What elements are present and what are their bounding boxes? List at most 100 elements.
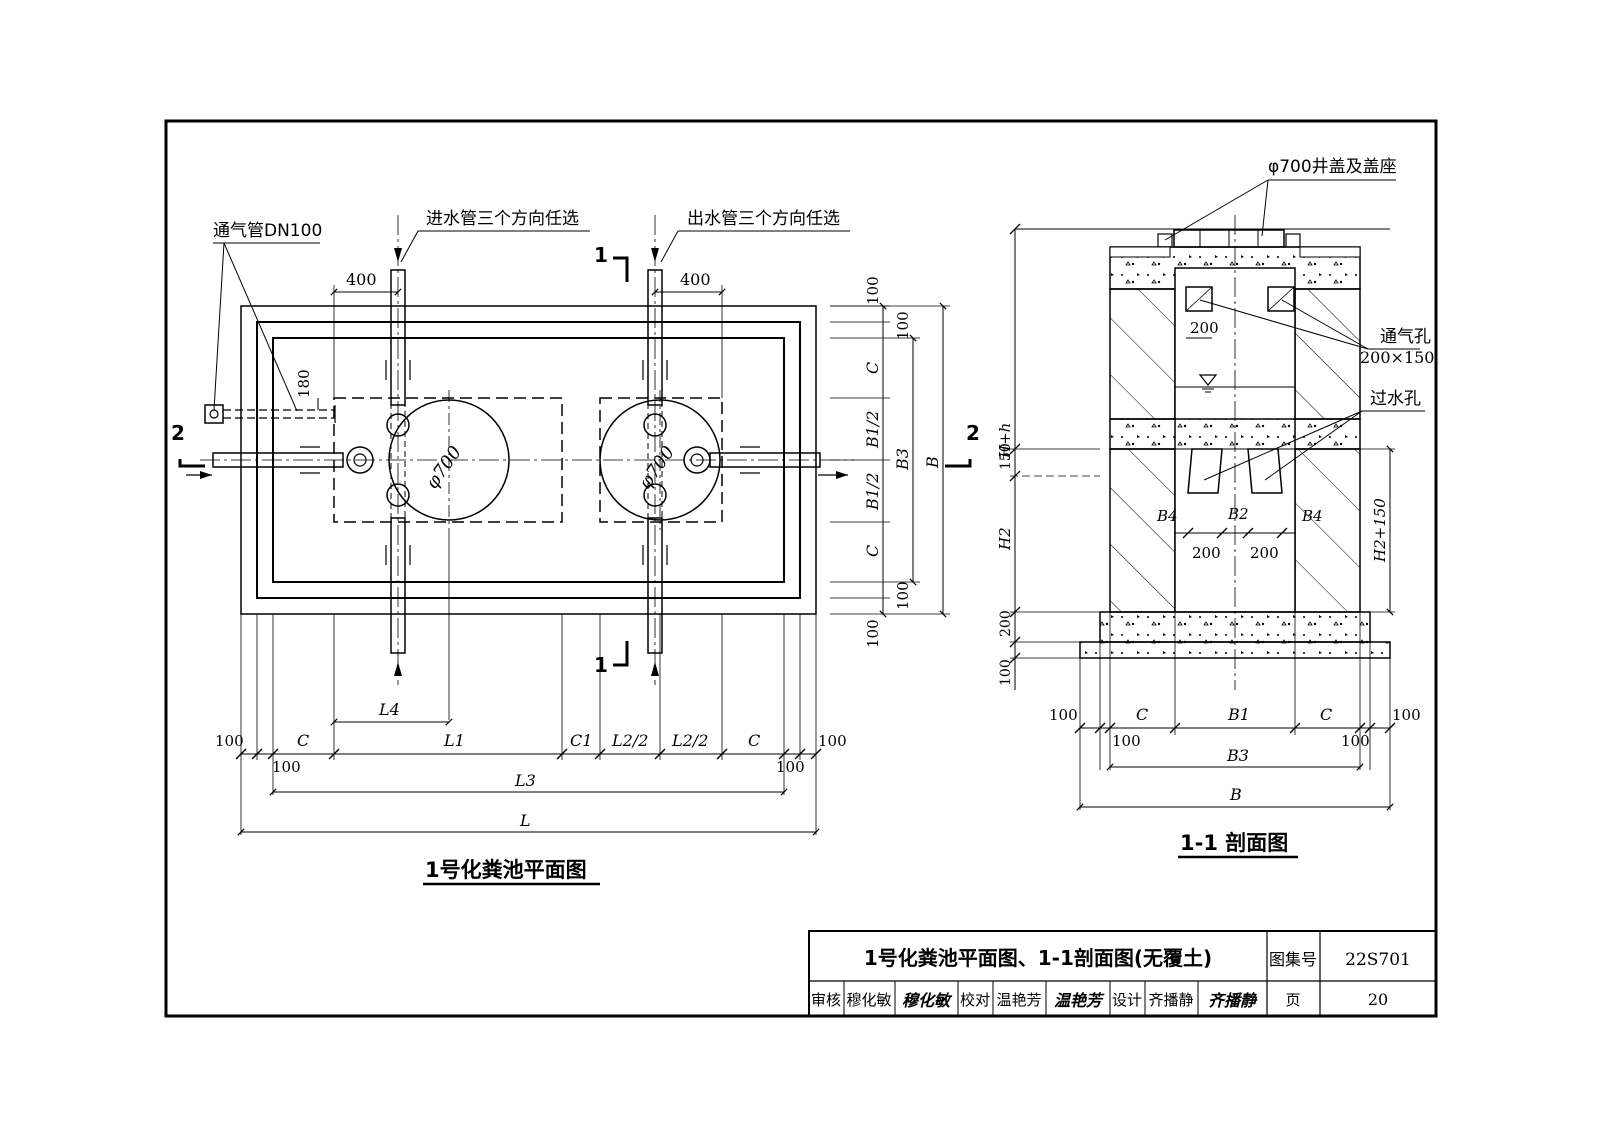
outlet-pipe-vertical [642, 269, 668, 654]
section-mark-2-left: 2 [171, 421, 205, 468]
svg-text:B: B [923, 456, 942, 469]
svg-text:100: 100 [894, 311, 912, 340]
svg-text:C: C [748, 731, 760, 750]
atlas-label: 图集号 [1269, 950, 1317, 969]
outlet-label: 出水管三个方向任选 [687, 209, 840, 229]
svg-text:100: 100 [272, 758, 301, 776]
section-mark-1-bottom: 1 [594, 641, 629, 677]
svg-text:200: 200 [998, 610, 1014, 637]
svg-text:B1/2: B1/2 [863, 472, 882, 511]
svg-text:100: 100 [1112, 732, 1141, 750]
svg-text:100: 100 [894, 581, 912, 610]
plan-bottom-dims: L4 100 C L1 C1 L2/2 L2/2 C 100 100 100 L… [215, 530, 847, 836]
svg-text:100: 100 [1392, 706, 1421, 724]
svg-text:C: C [1320, 705, 1332, 724]
svg-text:L2/2: L2/2 [611, 731, 648, 750]
section-bottom-dims: 100 C B1 C 100 100 100 B3 B [1049, 612, 1421, 811]
left-wall-upper [1109, 288, 1176, 420]
plan-title: 1号化粪池平面图 [425, 858, 587, 882]
svg-text:B3: B3 [893, 448, 912, 471]
svg-text:L: L [519, 811, 531, 830]
designer: 齐播静 [1148, 991, 1193, 1009]
svg-text:B: B [1229, 785, 1242, 804]
designer-signature: 齐播静 [1208, 991, 1258, 1010]
reviewer: 穆化敏 [846, 991, 891, 1009]
manhole-1-dia: φ700 [422, 442, 466, 493]
review-label: 审核 [811, 991, 841, 1009]
checker-signature: 温艳芳 [1054, 991, 1105, 1010]
svg-text:B4: B4 [1156, 507, 1178, 525]
svg-text:100: 100 [776, 758, 805, 776]
title-block-title: 1号化粪池平面图、1-1剖面图(无覆土) [864, 946, 1212, 970]
svg-text:C: C [1136, 705, 1148, 724]
section-mark-2-right: 2 [945, 421, 980, 468]
section-view: φ700井盖及盖座 通气孔 200×150 过水孔 200 B4 B2 B4 2… [996, 157, 1434, 859]
svg-text:L4: L4 [378, 700, 400, 719]
svg-text:C: C [297, 731, 309, 750]
svg-text:C: C [863, 545, 882, 557]
vent-hole-left [1185, 286, 1213, 312]
svg-text:200: 200 [1250, 544, 1279, 562]
dim-400-left: 400 [346, 270, 377, 289]
inlet-label: 进水管三个方向任选 [426, 209, 579, 229]
page-number: 20 [1368, 990, 1388, 1009]
svg-text:B1: B1 [1227, 705, 1250, 724]
svg-text:100: 100 [864, 276, 882, 305]
plan-right-dims: 100 100 C B1/2 B1/2 C 100 100 B3 B [830, 276, 950, 648]
svg-text:100: 100 [818, 732, 847, 750]
svg-text:H2+150: H2+150 [1371, 498, 1389, 563]
svg-text:B4: B4 [1301, 507, 1323, 525]
dim-180: 180 [295, 369, 313, 398]
svg-text:C: C [863, 362, 882, 374]
svg-text:H2: H2 [996, 527, 1014, 551]
svg-text:C1: C1 [570, 731, 592, 750]
svg-text:2: 2 [171, 421, 185, 445]
sheet-border [164, 119, 1438, 1018]
svg-text:B3: B3 [1226, 746, 1249, 765]
left-wall-lower [1109, 448, 1176, 613]
dim-400-right: 400 [680, 270, 711, 289]
right-wall-lower [1294, 448, 1361, 613]
cover-label: φ700井盖及盖座 [1268, 157, 1397, 177]
section-mark-1-top: 1 [594, 243, 629, 282]
svg-text:1: 1 [594, 243, 608, 267]
title-block: 1号化粪池平面图、1-1剖面图(无覆土) 图集号 22S701 审核 穆化敏 穆… [808, 930, 1437, 1017]
svg-text:100: 100 [1049, 706, 1078, 724]
check-label: 校对 [960, 991, 990, 1009]
svg-text:2: 2 [966, 421, 980, 445]
inlet-pipe-horizontal [212, 446, 374, 474]
svg-text:L1: L1 [443, 731, 465, 750]
svg-text:B2: B2 [1227, 505, 1249, 523]
section-title: 1-1 剖面图 [1180, 831, 1288, 855]
reviewer-signature: 穆化敏 [902, 991, 953, 1010]
vent-pipe [204, 404, 336, 424]
svg-text:100: 100 [864, 619, 882, 648]
svg-text:B1/2: B1/2 [863, 410, 882, 449]
svg-text:1: 1 [594, 653, 608, 677]
vent-hole-right [1267, 286, 1295, 312]
outlet-pipe-horizontal [683, 446, 821, 474]
svg-text:100: 100 [998, 659, 1014, 686]
section-right-dims: H2+150 [1300, 445, 1395, 616]
overflow-hole-label: 过水孔 [1370, 389, 1421, 409]
atlas-number: 22S701 [1345, 950, 1411, 970]
svg-text:H+h: H+h [996, 423, 1014, 459]
manhole-2-dia: φ700 [635, 442, 679, 493]
vent-pipe-label: 通气管DN100 [213, 221, 322, 241]
svg-text:150: 150 [998, 443, 1014, 470]
svg-text:100: 100 [1341, 732, 1370, 750]
overflow-hole-right [1247, 448, 1283, 494]
vent-hole-label: 通气孔 [1380, 327, 1431, 347]
svg-text:200: 200 [1192, 544, 1221, 562]
svg-text:200: 200 [1190, 319, 1219, 337]
svg-text:L2/2: L2/2 [671, 731, 708, 750]
overflow-hole-left [1187, 448, 1223, 494]
vent-hole-size: 200×150 [1360, 348, 1434, 367]
inlet-pipe-vertical [385, 269, 411, 654]
svg-text:L3: L3 [514, 771, 536, 790]
checker: 温艳芳 [996, 991, 1041, 1009]
right-wall-upper [1294, 288, 1361, 420]
design-label: 设计 [1112, 991, 1142, 1009]
section-left-dims: H+h 150 H2 200 100 [996, 223, 1100, 690]
